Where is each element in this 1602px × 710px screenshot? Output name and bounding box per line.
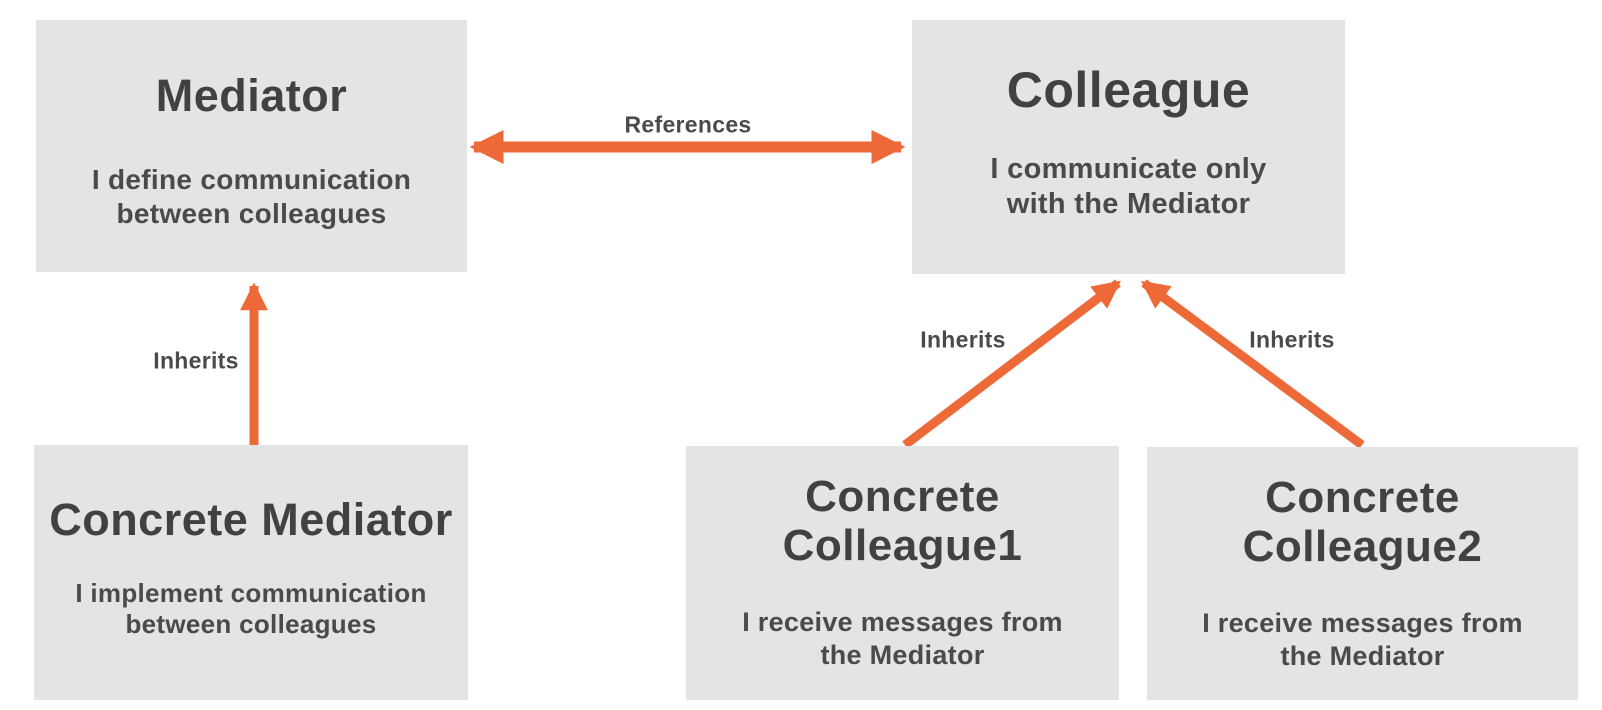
references-label: References (624, 111, 752, 138)
concrete-mediator-title: Concrete Mediator (49, 494, 453, 545)
inherits-arrow-concrete-colleague2 (1141, 279, 1365, 449)
concrete-colleague2-title: Concrete Colleague2 (1242, 473, 1483, 571)
class-box-colleague: Colleague I communicate only with the Me… (912, 20, 1345, 274)
inherits-arrow-concrete-colleague1 (902, 279, 1121, 449)
inherits-label-concrete-colleague1: Inherits (920, 326, 1006, 353)
concrete-colleague1-description: I receive messages from the Mediator (742, 607, 1063, 670)
class-box-concrete-colleague2: Concrete Colleague2 I receive messages f… (1147, 447, 1578, 700)
colleague-title: Colleague (1006, 62, 1251, 118)
class-box-concrete-colleague1: Concrete Colleague1 I receive messages f… (686, 446, 1119, 700)
concrete-mediator-description: I implement communication between collea… (75, 578, 427, 639)
concrete-colleague2-description: I receive messages from the Mediator (1202, 608, 1523, 671)
mediator-description: I define communication between colleague… (91, 164, 412, 229)
inherits-label-concrete-mediator: Inherits (153, 347, 239, 374)
inherits-label-concrete-colleague2: Inherits (1249, 326, 1335, 353)
colleague-description: I communicate only with the Mediator (990, 153, 1267, 220)
class-box-concrete-mediator: Concrete Mediator I implement communicat… (34, 445, 468, 700)
concrete-colleague1-title: Concrete Colleague1 (782, 472, 1023, 570)
mediator-title: Mediator (155, 70, 348, 121)
class-box-mediator: Mediator I define communication between … (36, 20, 467, 272)
